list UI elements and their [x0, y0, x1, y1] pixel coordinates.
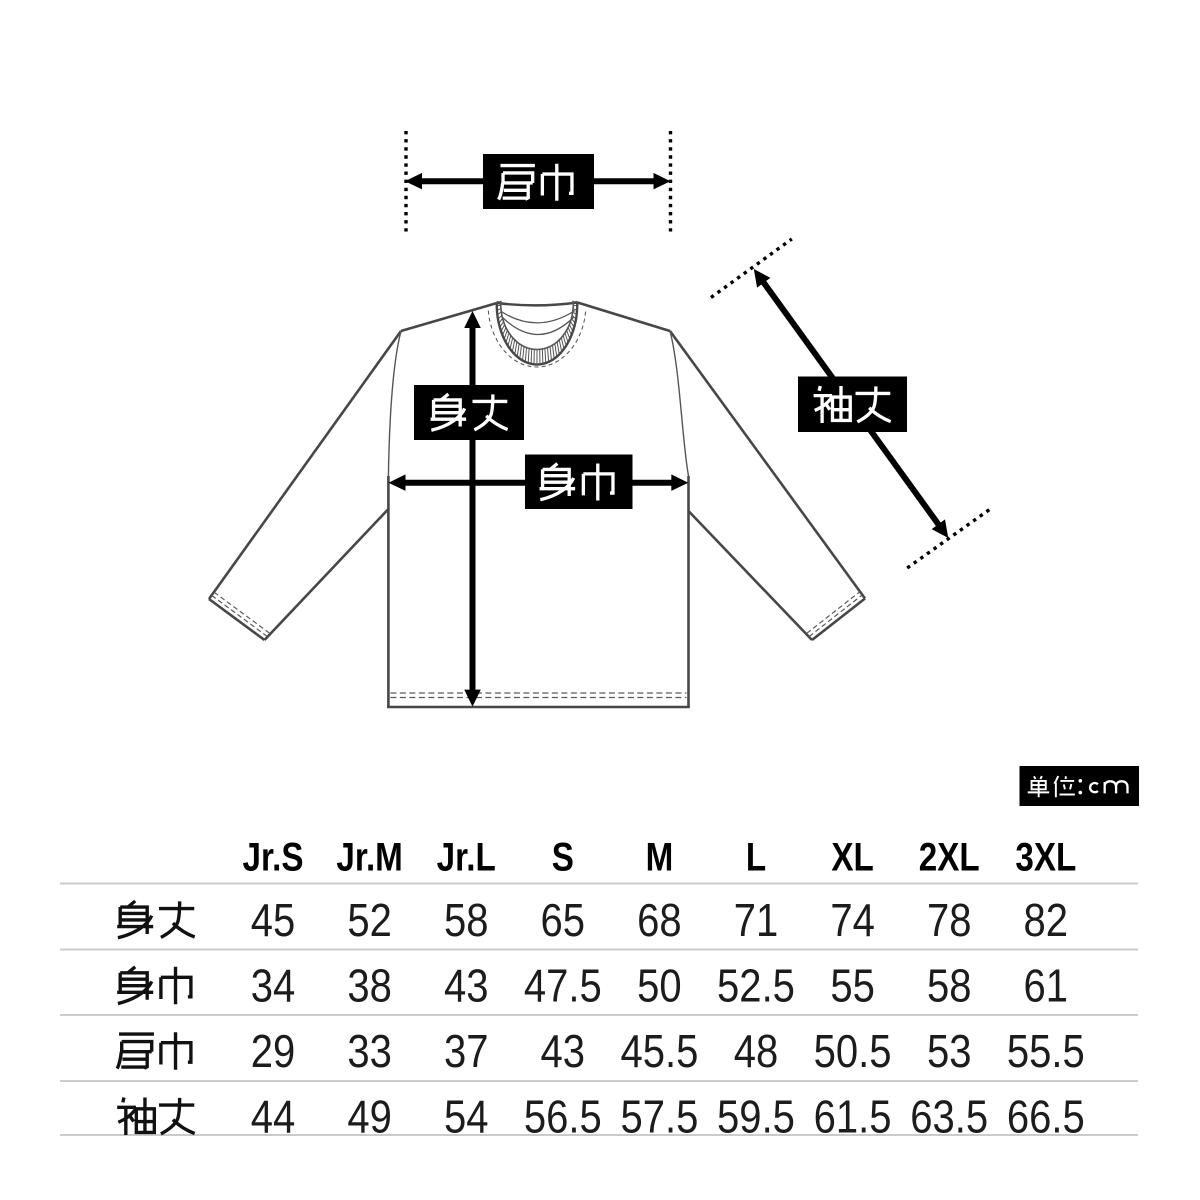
svg-text:59.5: 59.5: [717, 1092, 795, 1143]
svg-text:57.5: 57.5: [620, 1092, 698, 1143]
svg-text:45: 45: [251, 895, 296, 946]
svg-text:63.5: 63.5: [910, 1092, 988, 1143]
svg-text:L: L: [746, 835, 766, 880]
svg-text:61.5: 61.5: [814, 1092, 892, 1143]
svg-text:38: 38: [347, 961, 392, 1012]
svg-text:M: M: [646, 835, 674, 880]
svg-text:65: 65: [541, 895, 586, 946]
svg-text:52.5: 52.5: [717, 961, 795, 1012]
svg-text:55.5: 55.5: [1007, 1027, 1085, 1078]
svg-text:66.5: 66.5: [1007, 1092, 1085, 1143]
svg-text:Jr.M: Jr.M: [336, 835, 402, 880]
svg-text:58: 58: [927, 961, 972, 1012]
svg-text:S: S: [552, 835, 574, 880]
svg-text:2XL: 2XL: [919, 835, 980, 880]
svg-text:44: 44: [251, 1092, 296, 1143]
svg-text:33: 33: [347, 1027, 392, 1078]
svg-text:58: 58: [444, 895, 489, 946]
svg-text:61: 61: [1024, 961, 1069, 1012]
svg-text:49: 49: [347, 1092, 392, 1143]
svg-text:50: 50: [637, 961, 682, 1012]
svg-text:55: 55: [830, 961, 875, 1012]
svg-text:78: 78: [927, 895, 972, 946]
svg-text:82: 82: [1024, 895, 1069, 946]
svg-text:53: 53: [927, 1027, 972, 1078]
svg-text:71: 71: [734, 895, 779, 946]
svg-text:Jr.S: Jr.S: [243, 835, 304, 880]
svg-text:Jr.L: Jr.L: [437, 835, 496, 880]
svg-text:29: 29: [251, 1027, 296, 1078]
svg-text:XL: XL: [831, 835, 873, 880]
svg-text:37: 37: [444, 1027, 489, 1078]
svg-text:34: 34: [251, 961, 296, 1012]
svg-text:48: 48: [734, 1027, 779, 1078]
svg-text:43: 43: [444, 961, 489, 1012]
svg-text:54: 54: [444, 1092, 489, 1143]
svg-text:52: 52: [347, 895, 392, 946]
svg-text:47.5: 47.5: [524, 961, 602, 1012]
svg-text:74: 74: [830, 895, 875, 946]
svg-text:43: 43: [541, 1027, 586, 1078]
svg-text:68: 68: [637, 895, 682, 946]
svg-text:45.5: 45.5: [620, 1027, 698, 1078]
svg-text:3XL: 3XL: [1015, 835, 1076, 880]
svg-text:50.5: 50.5: [814, 1027, 892, 1078]
svg-text:56.5: 56.5: [524, 1092, 602, 1143]
